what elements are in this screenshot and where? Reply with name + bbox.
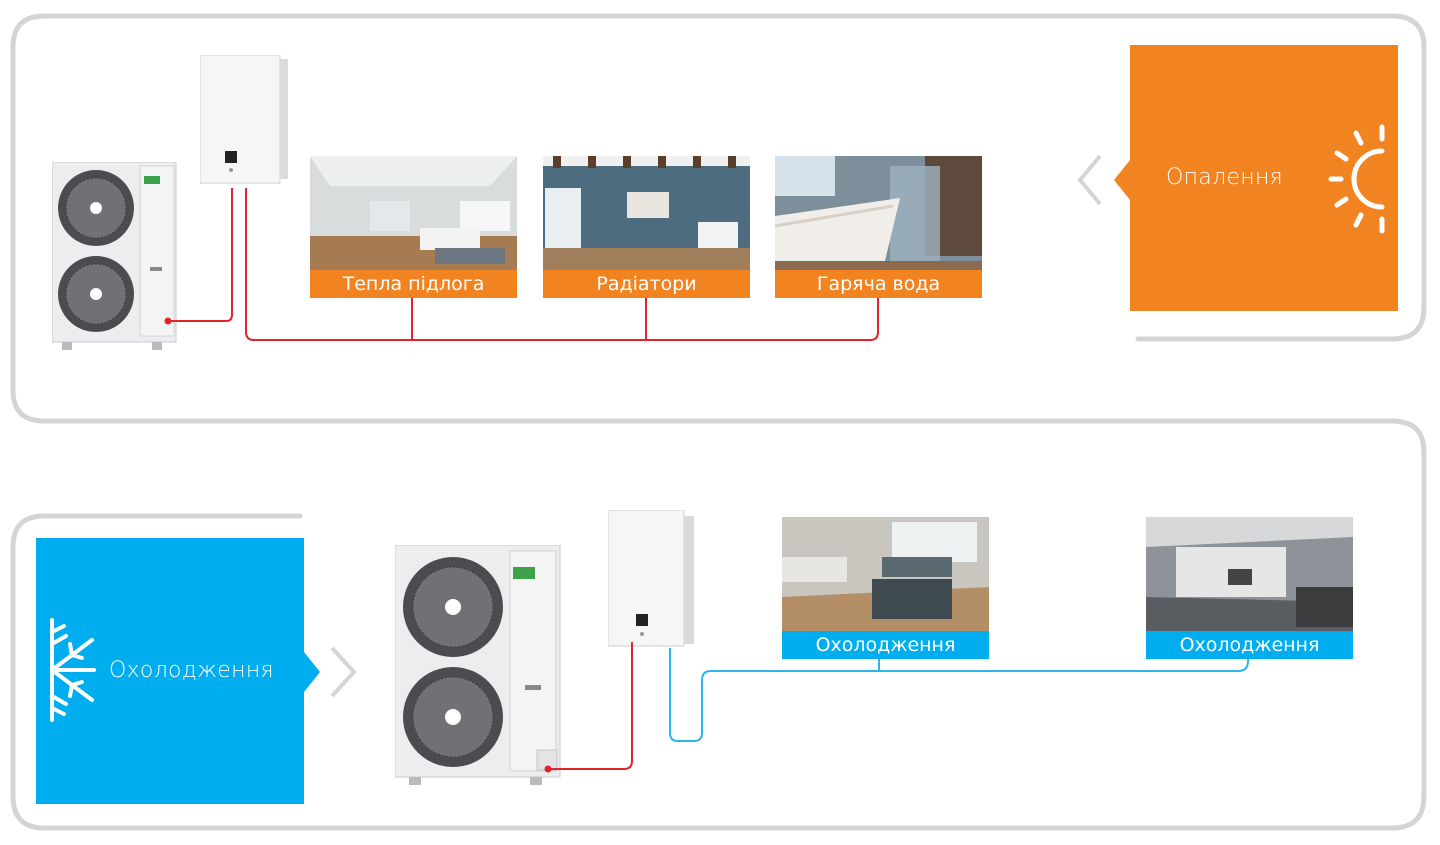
room-card: Охолодження bbox=[782, 517, 989, 659]
heating-frame bbox=[10, 13, 1427, 831]
room-card: Тепла підлога bbox=[310, 156, 517, 298]
room-card: Гаряча вода bbox=[775, 156, 982, 298]
room-card: Радіатори bbox=[543, 156, 750, 298]
room-card: Охолодження bbox=[1146, 517, 1353, 659]
cooling-pointer bbox=[304, 646, 357, 698]
heating-mode-label: Опалення bbox=[1166, 165, 1283, 190]
indoor-unit-cooling bbox=[608, 510, 694, 647]
outdoor-unit-cooling bbox=[395, 545, 561, 785]
room-caption: Охолодження bbox=[782, 631, 989, 659]
chevron-right-icon bbox=[330, 646, 357, 698]
room-caption: Тепла підлога bbox=[310, 270, 517, 298]
heating-mode-box: Опалення bbox=[1130, 45, 1398, 311]
room-photo bbox=[775, 156, 982, 270]
chevron-left-icon bbox=[1077, 154, 1102, 206]
room-photo bbox=[310, 156, 517, 270]
outdoor-unit-heating bbox=[52, 162, 177, 350]
room-photo bbox=[1146, 517, 1353, 631]
cooling-mode-box: Охолодження bbox=[36, 538, 304, 804]
sun-icon bbox=[1328, 124, 1385, 234]
room-caption: Охолодження bbox=[1146, 631, 1353, 659]
heating-pointer bbox=[1077, 154, 1130, 206]
cooling-mode-label: Охолодження bbox=[109, 658, 274, 683]
snowflake-icon bbox=[50, 618, 96, 722]
room-caption: Гаряча вода bbox=[775, 270, 982, 298]
room-photo bbox=[543, 156, 750, 270]
indoor-unit-heating bbox=[200, 55, 288, 184]
room-photo bbox=[782, 517, 989, 631]
room-caption: Радіатори bbox=[543, 270, 750, 298]
